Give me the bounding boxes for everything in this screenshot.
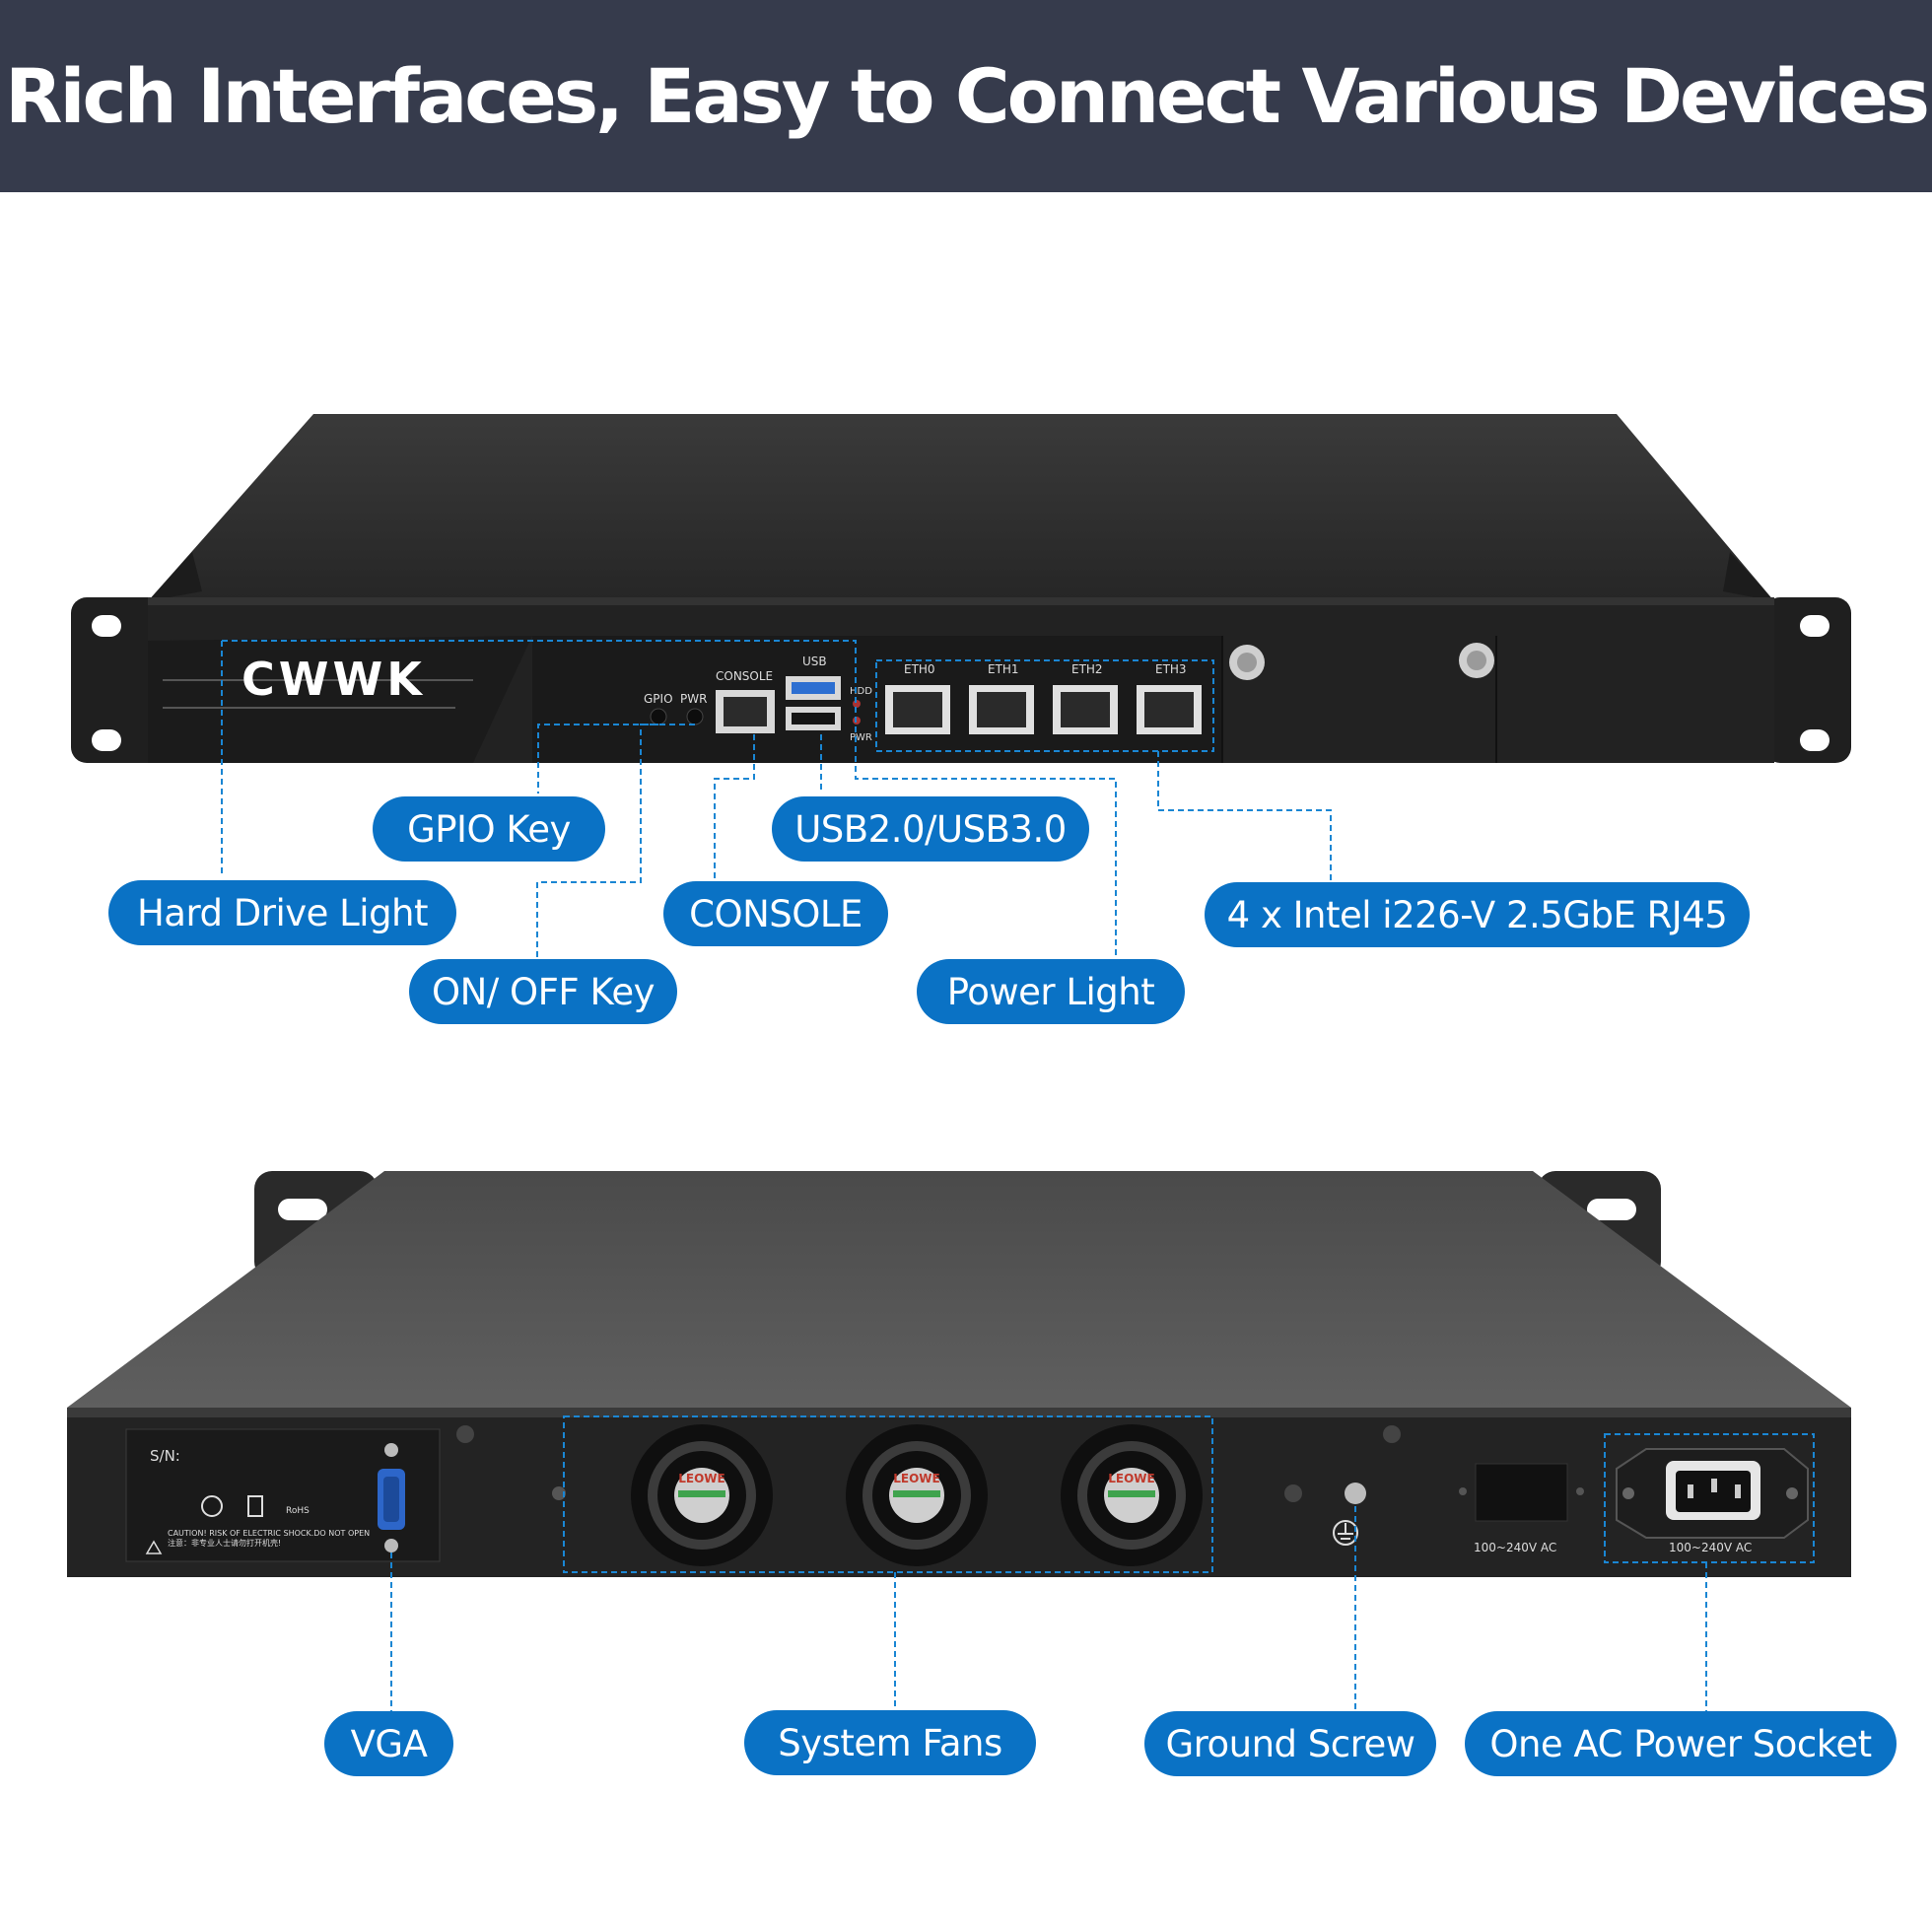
serial-number-label: S/N: — [150, 1447, 180, 1465]
eth0-label: ETH0 — [904, 662, 935, 676]
brand-logo: CWWK — [242, 653, 426, 706]
ac-power-socket[interactable] — [1616, 1448, 1809, 1539]
usb-port-label: USB — [802, 655, 827, 668]
eth1-label: ETH1 — [988, 662, 1019, 676]
hdd-led-label: HDD — [850, 686, 872, 697]
callout-rj45: 4 x Intel i226-V 2.5GbE RJ45 — [1205, 882, 1750, 947]
recycle-icon — [201, 1495, 223, 1517]
eth1-port[interactable]: ETH1 — [969, 662, 1034, 734]
gpio-key-button[interactable] — [650, 708, 667, 725]
callout-hard-drive-light: Hard Drive Light — [108, 880, 456, 945]
callout-console: CONSOLE — [663, 881, 888, 946]
vga-screw-bottom — [384, 1539, 398, 1552]
callout-on-off-key: ON/ OFF Key — [409, 959, 677, 1024]
rear-chassis — [67, 1171, 1851, 1577]
console-port-label: CONSOLE — [716, 669, 773, 683]
leader-gpio — [537, 724, 658, 794]
fan-1-brand: LEOWE — [678, 1472, 724, 1485]
leader-on-off — [536, 724, 695, 961]
voltage-label-left: 100~240V AC — [1474, 1541, 1556, 1554]
ac-socket-highlight-box — [1604, 1433, 1815, 1563]
ground-screw — [1345, 1483, 1366, 1504]
eth2-label: ETH2 — [1071, 662, 1103, 676]
page-header: Rich Interfaces, Easy to Connect Various… — [0, 0, 1932, 192]
system-fan-3: LEOWE — [1061, 1424, 1203, 1566]
fan-3-brand: LEOWE — [1108, 1472, 1154, 1485]
pwr-button-label: PWR — [680, 692, 707, 706]
rohs-mark: RoHS — [286, 1506, 310, 1516]
system-fan-1: LEOWE — [631, 1424, 773, 1566]
system-fan-2: LEOWE — [846, 1424, 988, 1566]
callout-ground-screw: Ground Screw — [1144, 1711, 1436, 1776]
eth2-port[interactable]: ETH2 — [1053, 662, 1118, 734]
front-chassis — [71, 414, 1851, 763]
eth3-label: ETH3 — [1155, 662, 1187, 676]
callout-gpio-key: GPIO Key — [373, 796, 605, 862]
vga-screw-top — [384, 1443, 398, 1457]
voltage-label-right: 100~240V AC — [1669, 1541, 1752, 1554]
callout-vga: VGA — [324, 1711, 453, 1776]
callout-ac-power-socket: One AC Power Socket — [1465, 1711, 1897, 1776]
leader-console — [714, 734, 755, 882]
ground-symbol-icon — [1333, 1520, 1358, 1546]
leader-power-light — [222, 640, 1117, 961]
caution-text: CAUTION! RISK OF ELECTRIC SHOCK.DO NOT O… — [168, 1529, 370, 1538]
vga-port[interactable] — [378, 1469, 405, 1530]
pwr-led-label: PWR — [850, 732, 872, 743]
rj45-highlight-box — [875, 659, 1214, 752]
page-title: Rich Interfaces, Easy to Connect Various… — [4, 52, 1930, 140]
warning-icon — [145, 1540, 163, 1554]
callout-usb: USB2.0/USB3.0 — [772, 796, 1089, 862]
callout-system-fans: System Fans — [744, 1710, 1036, 1775]
callout-power-light: Power Light — [917, 959, 1185, 1024]
caution-text-cn: 注意：非专业人士请勿打开机壳! — [168, 1538, 281, 1548]
fans-highlight-box — [563, 1415, 1213, 1573]
power-key-button[interactable] — [686, 708, 704, 725]
eth0-port[interactable]: ETH0 — [885, 662, 950, 734]
weee-bin-icon — [247, 1495, 263, 1517]
fan-2-brand: LEOWE — [893, 1472, 939, 1485]
leader-rj45 — [1157, 751, 1332, 882]
gpio-port-label: GPIO — [644, 692, 673, 706]
eth3-port[interactable]: ETH3 — [1137, 662, 1202, 734]
